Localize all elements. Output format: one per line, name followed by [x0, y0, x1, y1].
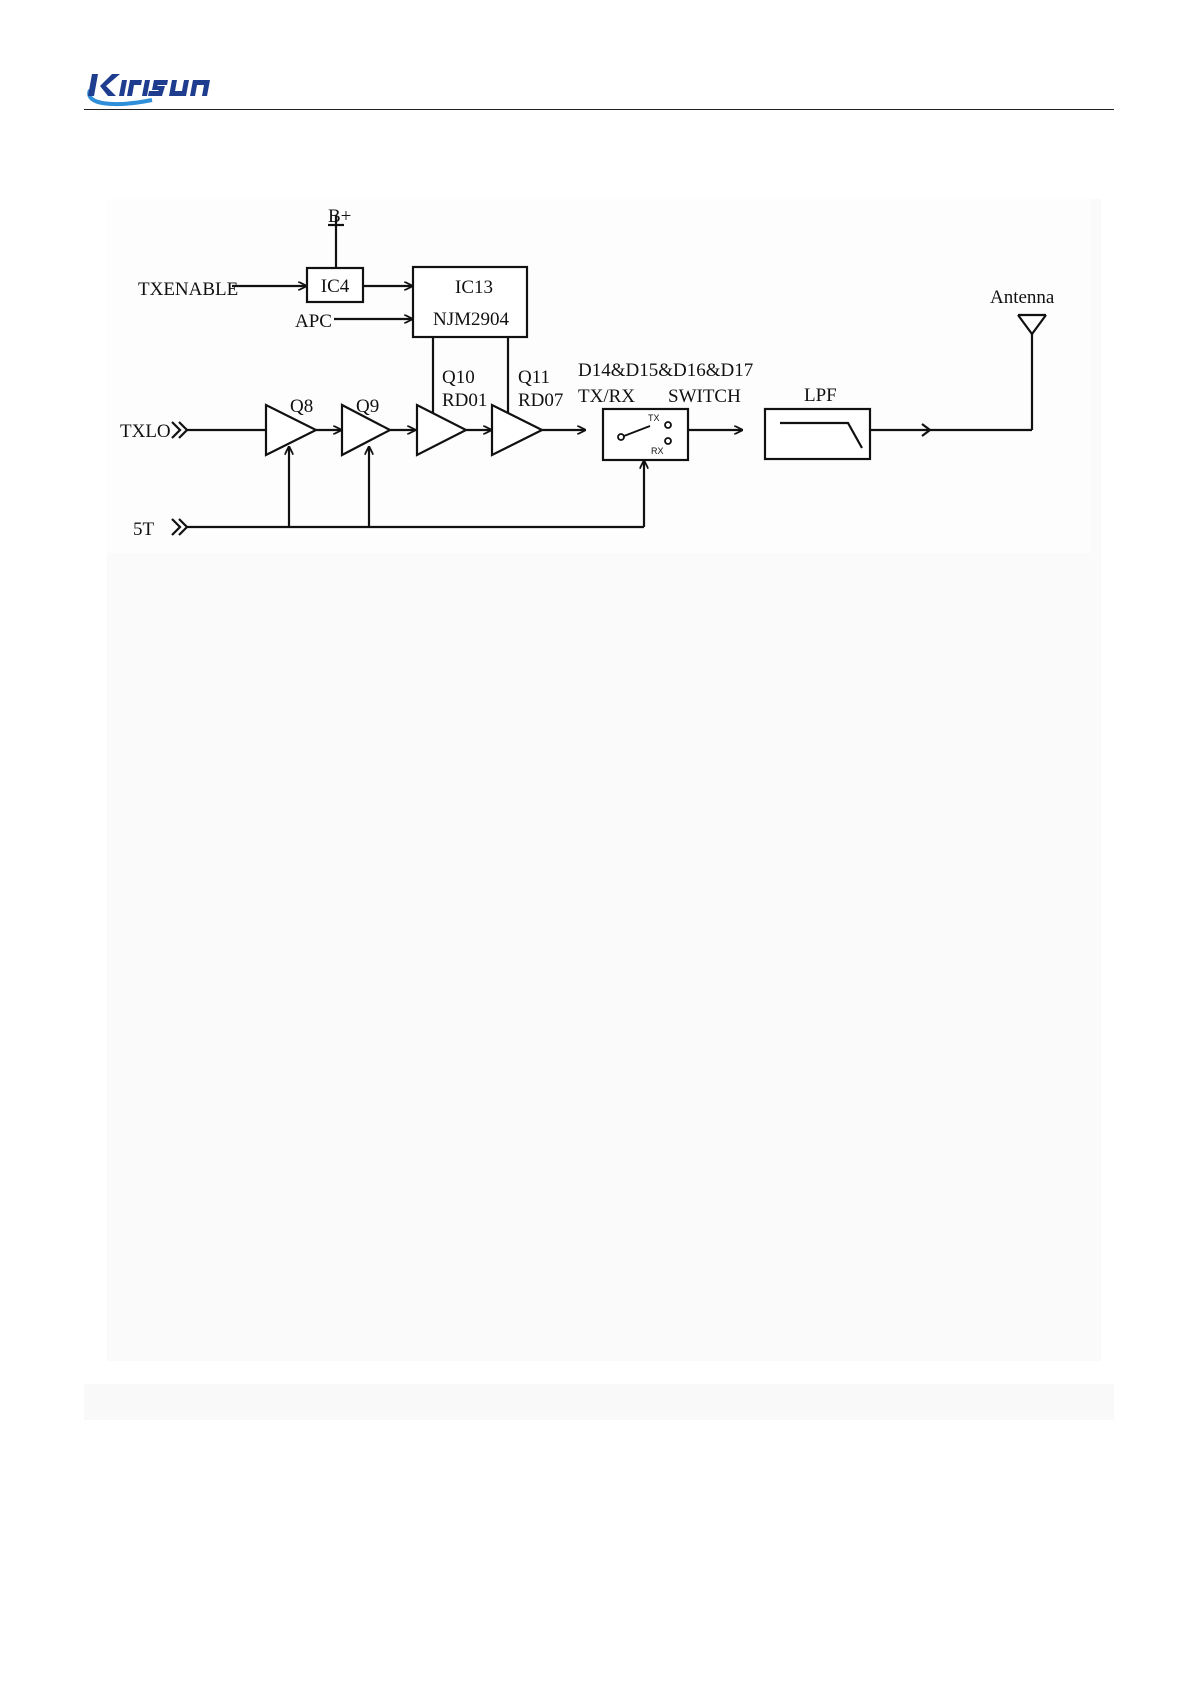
antenna-label: Antenna [990, 287, 1055, 308]
q11-part-label: RD07 [518, 390, 563, 411]
bplus-label: B+ [328, 206, 351, 227]
switch-diodes-label: D14&D15&D16&D17 [578, 360, 753, 381]
switch-tx-label: TX [648, 413, 660, 423]
ic13-part-label: NJM2904 [433, 309, 510, 330]
ic13-label: IC13 [455, 277, 493, 298]
five-t-input-chevron [172, 519, 187, 535]
switch-txrx-label: TX/RX [578, 386, 635, 407]
q10-amplifier [417, 405, 466, 455]
switch-rx-label: RX [651, 446, 664, 456]
txrx-switch-block [603, 409, 688, 460]
txenable-label: TXENABLE [138, 279, 238, 300]
q10-part-label: RD01 [442, 390, 487, 411]
five-t-label: 5T [133, 519, 155, 540]
txlo-input-chevron [172, 422, 187, 438]
ic4-label: IC4 [321, 276, 350, 297]
q8-label: Q8 [290, 396, 313, 417]
switch-word-label: SWITCH [668, 386, 741, 407]
txlo-label: TXLO [120, 421, 171, 442]
q11-label: Q11 [518, 367, 550, 388]
apc-label: APC [295, 311, 332, 332]
q10-label: Q10 [442, 367, 475, 388]
antenna-symbol [1018, 315, 1046, 334]
q11-amplifier [492, 405, 542, 455]
lpf-label: LPF [804, 385, 837, 406]
